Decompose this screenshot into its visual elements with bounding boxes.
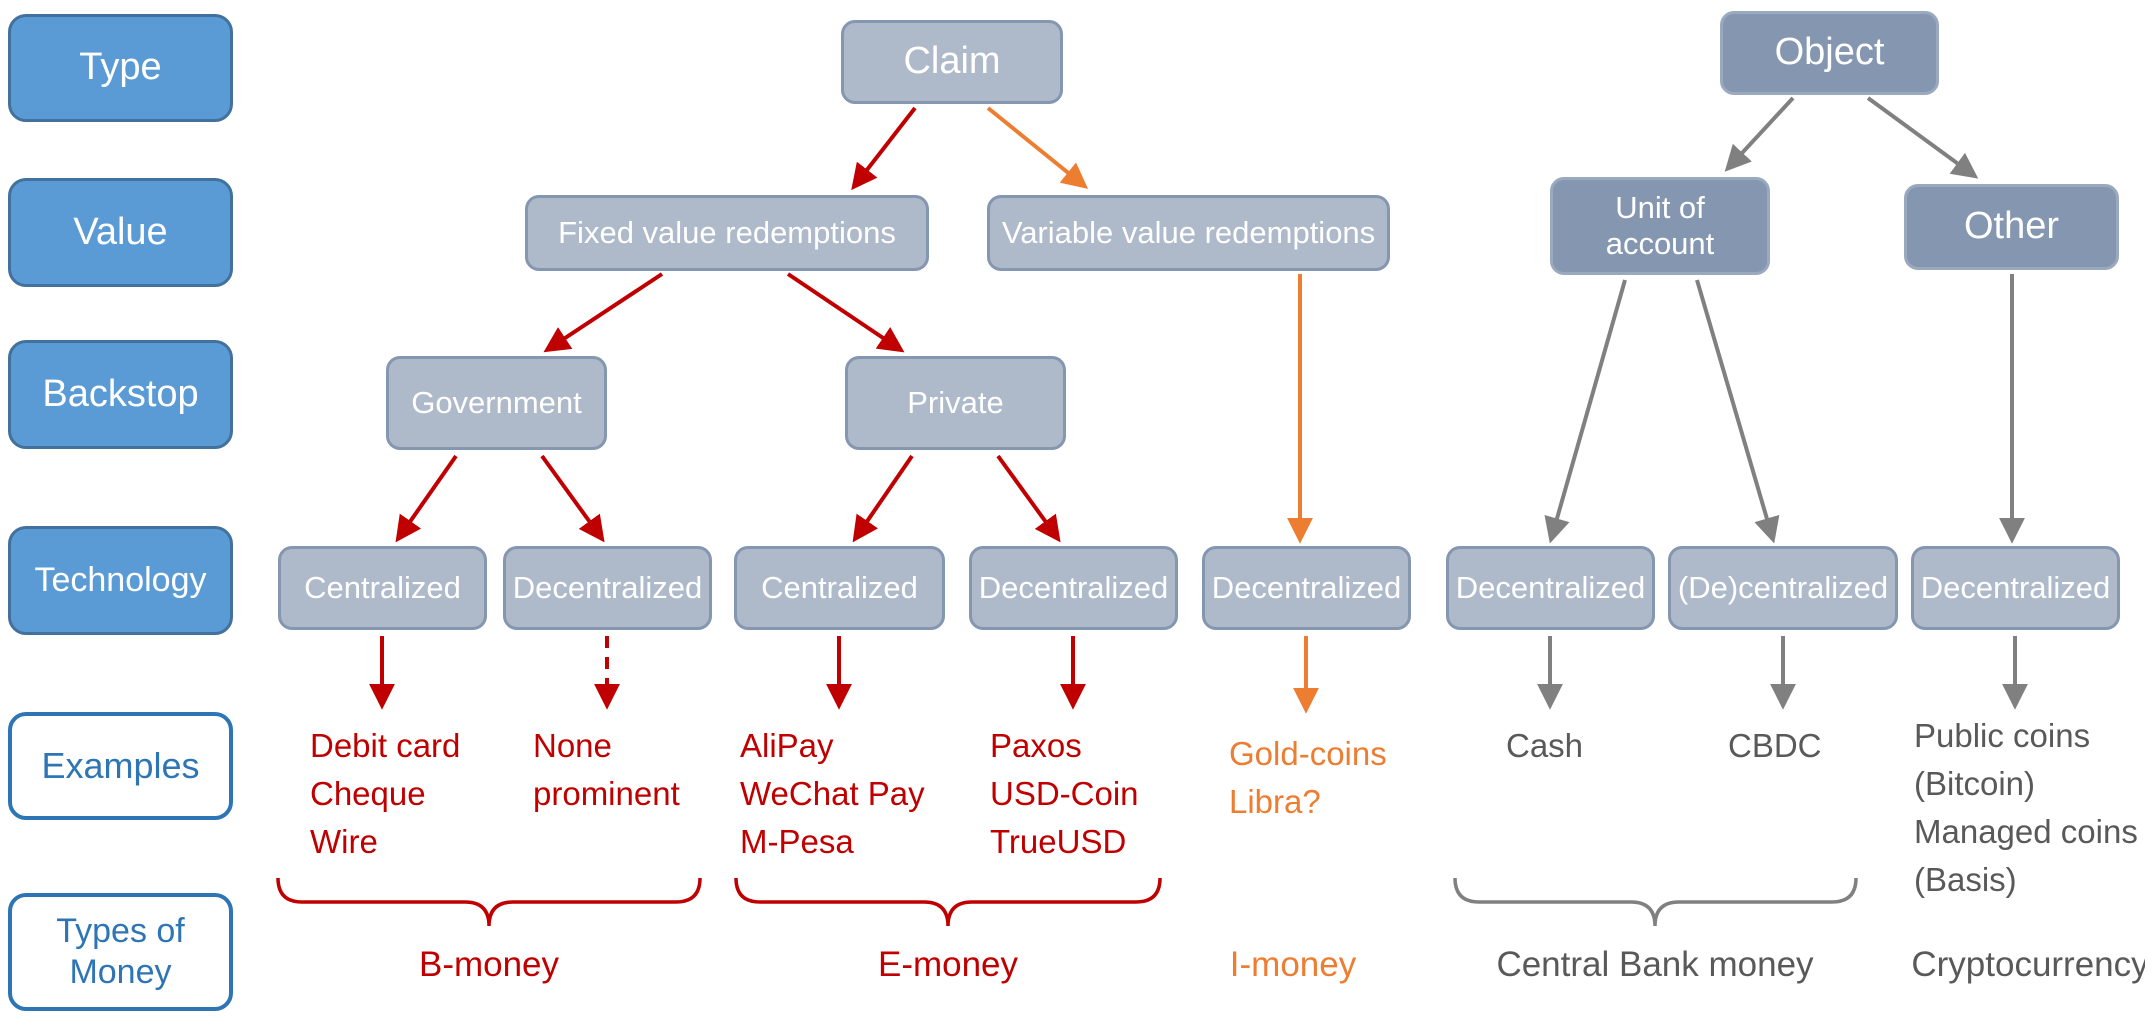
row-label-examples: Examples xyxy=(8,712,233,820)
money-type-e: E-money xyxy=(877,945,1019,984)
row-label-value: Value xyxy=(8,178,233,287)
arrow-claim-fixed xyxy=(851,106,917,191)
examples-i-money: Gold-coins Libra? xyxy=(1229,735,1387,820)
node-unit-of-account: Unit of account xyxy=(1550,177,1770,275)
node-other: Other xyxy=(1904,184,2119,270)
examples-e-centralized: AliPay WeChat Pay M-Pesa xyxy=(740,727,925,860)
arrow-object-other xyxy=(1866,96,1979,179)
node-priv-centralized: Centralized xyxy=(734,546,945,630)
arrow-private-centralized xyxy=(852,454,914,543)
examples-cbdc: CBDC xyxy=(1728,727,1822,764)
arrow-private-decentralized xyxy=(996,454,1061,543)
arrow-claim-variable xyxy=(986,106,1089,189)
node-claim: Claim xyxy=(841,20,1063,104)
arrow-unit-decentralized xyxy=(1544,279,1627,544)
arrow-government-centralized xyxy=(395,454,458,543)
node-variable-value-redemptions: Variable value redemptions xyxy=(987,195,1390,271)
money-type-crypto: Cryptocurrency xyxy=(1911,945,2145,984)
node-unit-de-centralized: (De)centralized xyxy=(1668,546,1898,630)
examples-crypto: Public coins (Bitcoin) Managed coins (Ba… xyxy=(1914,717,2138,898)
money-type-b: B-money xyxy=(418,945,560,984)
row-label-backstop: Backstop xyxy=(8,340,233,449)
examples-b-decentralized: None prominent xyxy=(533,727,680,812)
node-gov-centralized: Centralized xyxy=(278,546,487,630)
row-label-technology: Technology xyxy=(8,526,233,635)
row-label-type: Type xyxy=(8,14,233,122)
node-priv-decentralized: Decentralized xyxy=(969,546,1178,630)
node-private: Private xyxy=(845,356,1066,450)
money-type-i: I-money xyxy=(1229,945,1357,984)
brace-b-money xyxy=(276,877,702,927)
arrow-government-decentralized xyxy=(540,454,605,543)
examples-cash: Cash xyxy=(1506,727,1584,764)
arrow-unit-decentralized2 xyxy=(1695,279,1780,544)
examples-b-centralized: Debit card Cheque Wire xyxy=(310,727,461,860)
brace-e-money xyxy=(734,877,1162,927)
node-object: Object xyxy=(1720,11,1939,95)
node-fixed-value-redemptions: Fixed value redemptions xyxy=(525,195,929,271)
examples-e-decentralized: Paxos USD-Coin TrueUSD xyxy=(990,727,1139,860)
arrow-object-unit xyxy=(1724,96,1795,172)
node-other-decentralized: Decentralized xyxy=(1911,546,2120,630)
row-label-types-of-money: Types of Money xyxy=(8,893,233,1011)
arrow-fixed-government xyxy=(543,272,664,353)
brace-central-bank-money xyxy=(1453,877,1858,927)
money-type-central-bank: Central Bank money xyxy=(1496,945,1814,984)
node-government: Government xyxy=(386,356,607,450)
node-variable-decentralized: Decentralized xyxy=(1202,546,1411,630)
node-unit-decentralized: Decentralized xyxy=(1446,546,1655,630)
node-gov-decentralized: Decentralized xyxy=(503,546,712,630)
arrow-fixed-private xyxy=(786,272,905,353)
